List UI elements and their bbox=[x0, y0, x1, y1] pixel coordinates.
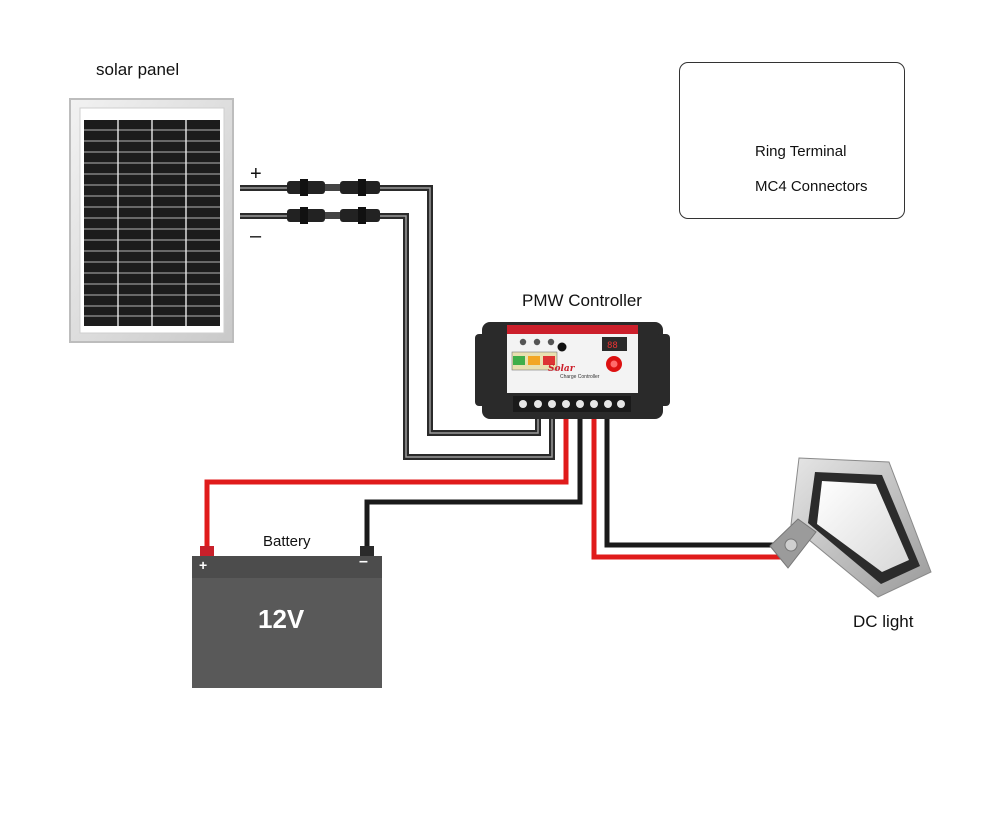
solar-panel bbox=[69, 98, 234, 343]
solar-panel-label: solar panel bbox=[96, 60, 180, 79]
legend-mc4-label: MC4 Connectors bbox=[755, 178, 868, 195]
pwm-controller: 88 Solar Charge Controller bbox=[475, 322, 670, 419]
dc-light-label: DC light bbox=[853, 612, 914, 631]
controller-label: PMW Controller bbox=[522, 291, 642, 310]
mc4-connector-positive bbox=[287, 179, 380, 196]
controller-indicator-leds bbox=[519, 338, 567, 352]
controller-brand: Solar bbox=[548, 364, 576, 374]
controller-subtitle: Charge Controller bbox=[560, 374, 600, 380]
battery-label: Battery bbox=[263, 533, 311, 550]
controller-terminals bbox=[513, 396, 631, 412]
load-positive-wire bbox=[591, 419, 785, 560]
svg-text:88: 88 bbox=[607, 341, 618, 351]
battery-positive-sign: + bbox=[199, 557, 208, 573]
battery-positive-wire bbox=[204, 419, 569, 548]
battery-negative-wire bbox=[364, 419, 583, 548]
controller-display bbox=[602, 337, 627, 351]
panel-positive-sign: + bbox=[250, 163, 262, 185]
legend-box bbox=[679, 62, 905, 219]
battery-positive-terminal bbox=[200, 546, 214, 558]
mc4-connector-negative bbox=[287, 207, 380, 224]
battery-negative-sign: – bbox=[359, 553, 368, 570]
dc-light bbox=[769, 457, 932, 598]
battery-negative-terminal bbox=[360, 546, 374, 558]
battery-voltage: 12V bbox=[258, 604, 305, 634]
legend-ring-terminal-label: Ring Terminal bbox=[755, 143, 847, 160]
load-negative-wire bbox=[604, 419, 785, 548]
mc4-connectors bbox=[287, 179, 380, 224]
battery bbox=[192, 546, 382, 688]
panel-negative-sign: – bbox=[250, 225, 262, 247]
